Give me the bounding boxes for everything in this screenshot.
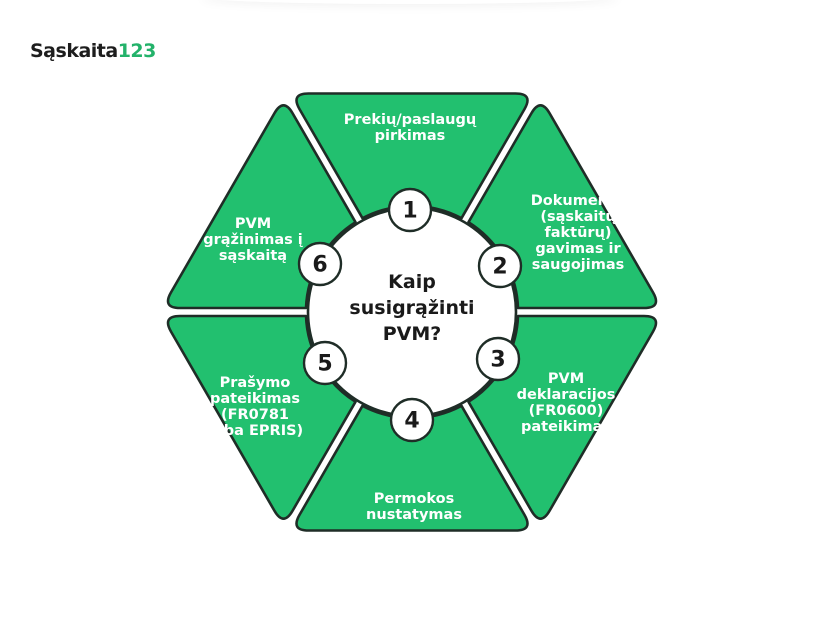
step-number-circle [477, 243, 523, 289]
step-number-badge-2: 2 [477, 243, 523, 289]
step-label-2: Dokumentų (sąskaitų faktūrų) gavimas ir … [530, 193, 626, 273]
top-shadow [200, 0, 620, 4]
step-label-3: PVM deklaracijos (FR0600) pateikimas [516, 371, 616, 435]
step-number-text: 4 [404, 409, 419, 434]
step-number-circle [387, 187, 433, 233]
center-label: Kaip susigrąžinti PVM? [349, 271, 475, 345]
step-number-badge-5: 5 [302, 340, 348, 386]
step-number-badge-4: 4 [389, 397, 435, 443]
step-number-circle [297, 241, 343, 287]
brand-wordmark: Sąskaita [30, 40, 118, 62]
brand-logo: Sąskaita123 [30, 40, 156, 62]
step-label-1: Prekių/paslaugų pirkimas [343, 112, 477, 144]
brand-number: 123 [117, 40, 157, 62]
step-label-5: Prašymo pateikimas (FR0781 arba EPRIS) [206, 375, 304, 439]
step-number-text: 1 [402, 199, 417, 224]
step-number-badge-6: 6 [297, 241, 343, 287]
step-number-text: 6 [312, 253, 327, 278]
step-number-text: 3 [490, 348, 505, 373]
step-number-circle [475, 336, 521, 382]
step-number-circle [389, 397, 435, 443]
step-number-badge-3: 3 [475, 336, 521, 382]
step-number-text: 5 [317, 352, 332, 377]
step-number-circle [302, 340, 348, 386]
step-label-6: PVM grąžinimas į sąskaitą [203, 216, 303, 264]
step-number-text: 2 [492, 255, 507, 280]
step-number-badge-1: 1 [387, 187, 433, 233]
step-label-4: Permokos nustatymas [366, 491, 462, 523]
